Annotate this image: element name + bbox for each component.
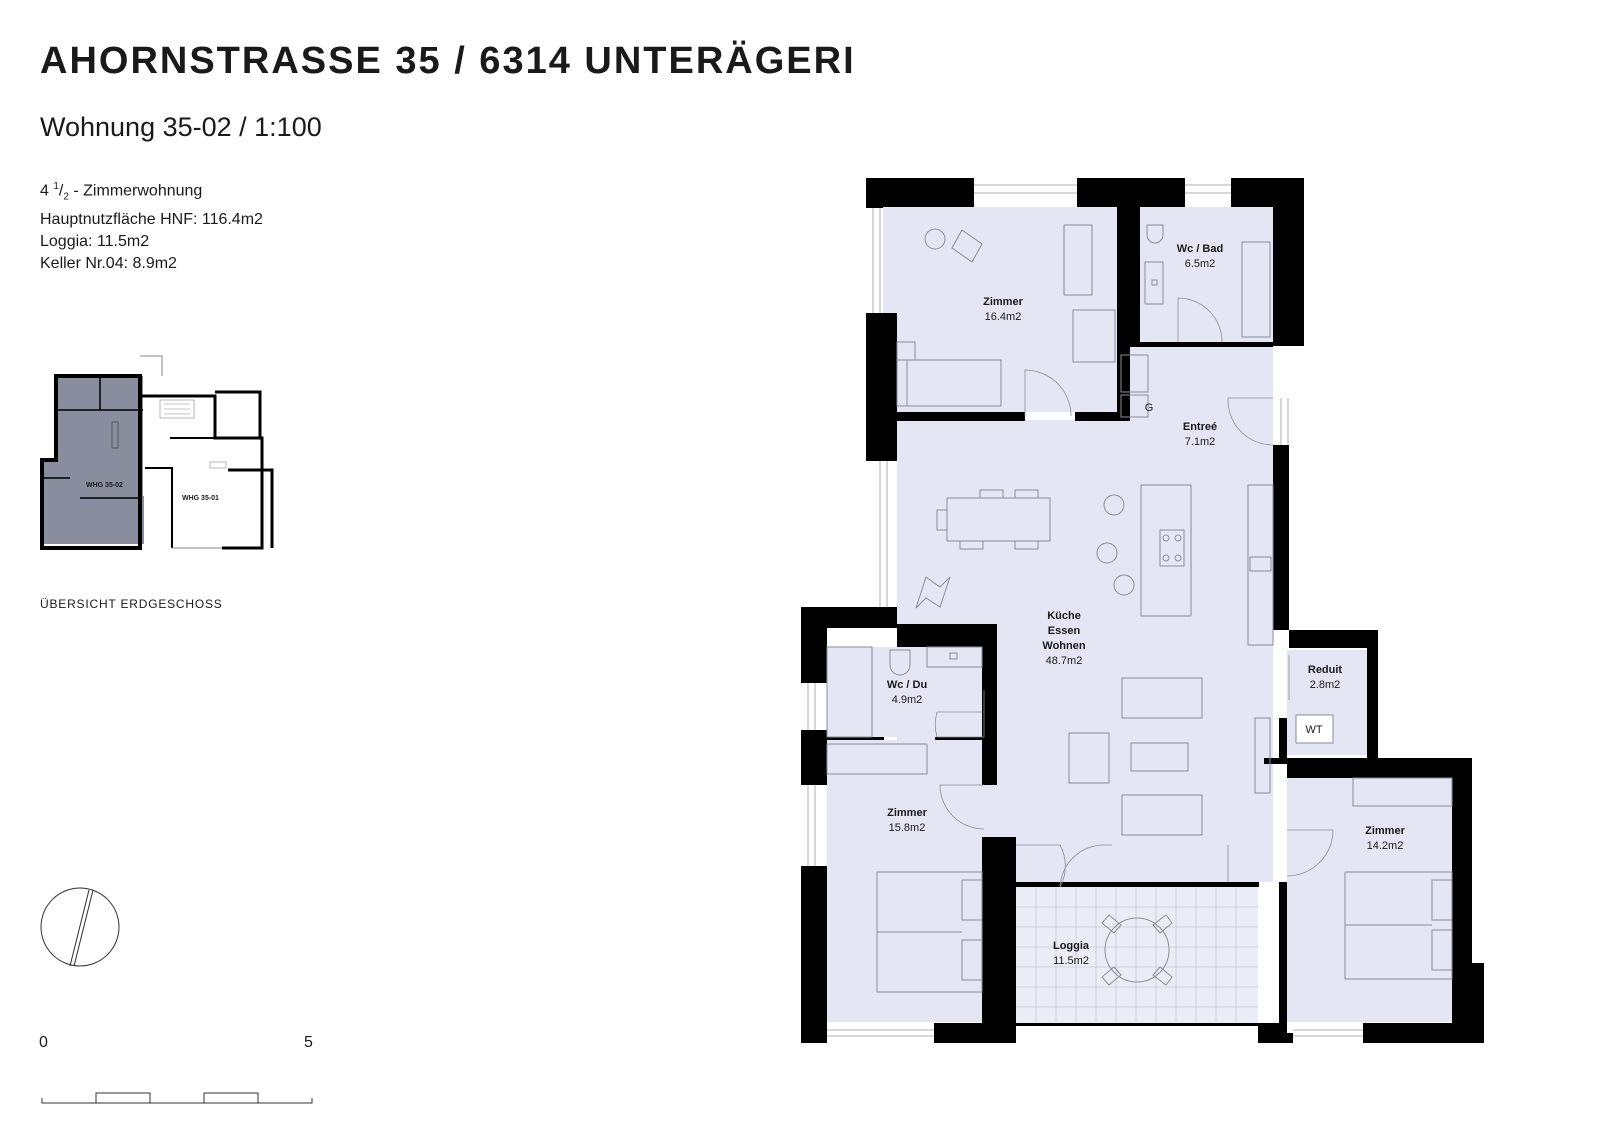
furniture-wc-bad: [1144, 224, 1271, 338]
furniture-zimmer-sw: [826, 743, 983, 993]
loggia-floor: [1016, 887, 1258, 1023]
room-zimmer-nw-area: 16.4m2: [985, 311, 1022, 323]
page-title: AHORNSTRASSE 35 / 6314 UNTERÄGERI: [40, 40, 856, 82]
reduit-wt: WT: [1295, 714, 1334, 744]
scale-start: 0: [39, 1034, 48, 1051]
page-subtitle: Wohnung 35-02 / 1:100: [40, 112, 322, 142]
room-loggia-area: 11.5m2: [1053, 955, 1089, 967]
scale-end: 5: [304, 1034, 313, 1051]
room-kueche-line2: Essen: [1048, 625, 1081, 637]
overview-label: ÜBERSICHT ERDGESCHOSS: [40, 597, 223, 611]
doors: [934, 297, 1334, 888]
room-zimmer-sw-name: Zimmer: [887, 807, 927, 819]
overview-plan: WHG 35-02 WHG 35-01: [40, 355, 274, 550]
room-count: 4 1/2 - Zimmerwohnung: [40, 181, 203, 203]
room-wc-du-area: 4.9m2: [892, 694, 923, 706]
loggia-area: Loggia: 11.5m2: [40, 232, 150, 250]
room-zimmer-se-area: 14.2m2: [1367, 840, 1404, 852]
windows: [807, 184, 1363, 1037]
room-entree-name: Entreé: [1183, 421, 1217, 433]
room-wc-du-name: Wc / Du: [887, 679, 927, 691]
furniture-living: [915, 354, 1274, 836]
room-entree-area: 7.1m2: [1185, 436, 1216, 448]
room-zimmer-sw-area: 15.8m2: [889, 822, 926, 834]
furniture-loggia: [1101, 914, 1173, 986]
room-reduit-area: 2.8m2: [1310, 679, 1341, 691]
hnf-area: Hauptnutzfläche HNF: 116.4m2: [40, 210, 263, 228]
floor-plan: WT G Zimmer 16.4m2 Wc / Bad 6.5m2 Entreé…: [801, 178, 1484, 1043]
scale-bar: [41, 1092, 313, 1104]
floor-fill: [827, 207, 1452, 1022]
room-kueche-line1: Küche: [1047, 610, 1081, 622]
overview-unit-35-02: WHG 35-02: [86, 482, 123, 489]
furniture-zimmer-se: [1344, 777, 1453, 980]
keller-area: Keller Nr.04: 8.9m2: [40, 254, 177, 272]
gas-label: G: [1145, 402, 1154, 414]
room-zimmer-se-name: Zimmer: [1365, 825, 1405, 837]
room-kueche-line3: Wohnen: [1042, 640, 1085, 652]
overview-unit-35-01: WHG 35-01: [182, 495, 219, 502]
furniture-zimmer-nw: [896, 224, 1116, 407]
room-wc-bad-name: Wc / Bad: [1177, 243, 1223, 255]
room-kueche-area: 48.7m2: [1046, 655, 1083, 667]
furniture-wc-du: [826, 646, 983, 738]
room-labels: Zimmer 16.4m2 Wc / Bad 6.5m2 Entreé 7.1m…: [887, 243, 1406, 967]
room-reduit-name: Reduit: [1308, 664, 1343, 676]
north-arrow-icon: [40, 887, 120, 967]
wt-label: WT: [1305, 724, 1322, 736]
room-loggia-name: Loggia: [1053, 940, 1090, 952]
walls: [801, 178, 1484, 1043]
apartment-info: 4 1/2 - Zimmerwohnung Hauptnutzfläche HN…: [40, 176, 263, 275]
room-wc-bad-area: 6.5m2: [1185, 258, 1216, 270]
room-zimmer-nw-name: Zimmer: [983, 296, 1023, 308]
